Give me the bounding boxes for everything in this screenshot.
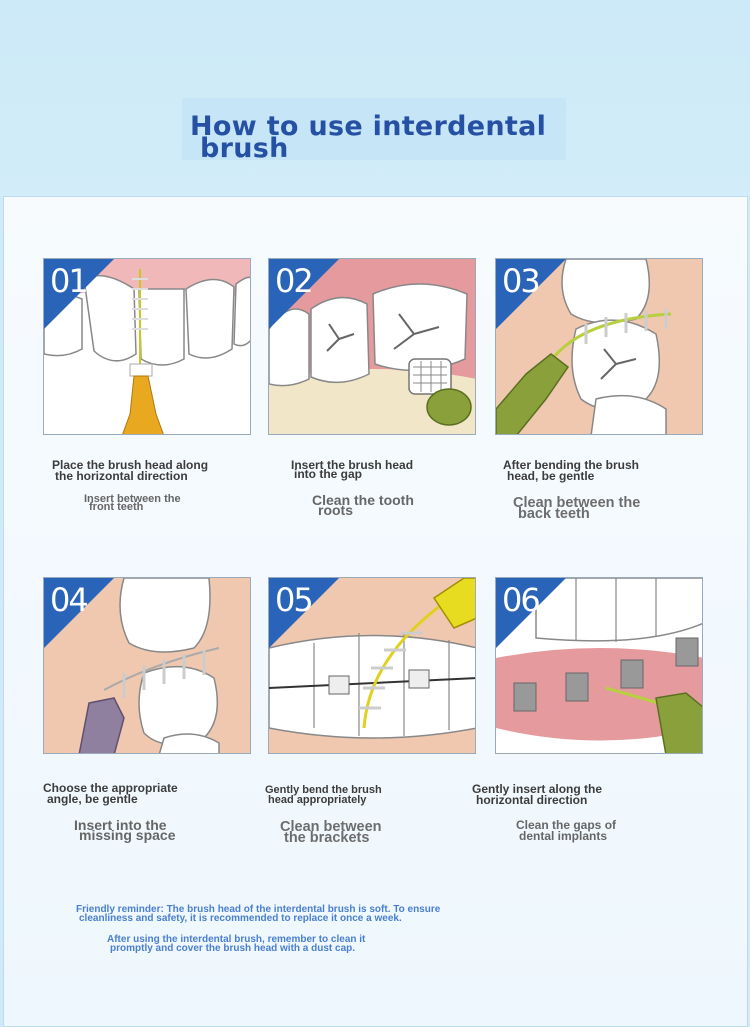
step-card-05: 05 [268,577,476,754]
step-05-sub-line-2: the brackets [284,830,370,846]
step-05-caption-line-1: Gently bend the brush [265,784,382,796]
reminder-line-1: Friendly reminder: The brush head of the… [76,904,441,915]
step-number: 04 [50,581,89,619]
tooth-roots-illustration [269,259,475,434]
step-03-sub-line-1: Clean between the [513,495,641,511]
step-03-caption-line-1: After bending the brush [503,458,639,472]
missing-space-illustration [44,578,250,753]
step-number: 01 [50,262,89,300]
implants-illustration [496,578,702,753]
title-highlight [182,98,566,160]
step-number: 02 [275,262,314,300]
step-03-sub-line-2: back teeth [518,506,590,522]
step-01-sub-line-1: Insert between the [84,493,181,505]
step-card-02: 02 [268,258,476,435]
reminder-line-4: promptly and cover the brush head with a… [110,943,356,954]
back-teeth-illustration [496,259,702,434]
step-number: 06 [502,581,541,619]
step-04-caption-line-1: Choose the appropriate [43,781,178,795]
step-card-06: 06 [495,577,703,754]
step-04-sub-line-1: Insert into the [74,817,167,833]
step-04-sub-line-2: missing space [79,827,176,843]
step-02-sub-line-1: Clean the tooth [312,492,414,508]
step-06-caption-line-1: Gently insert along the [472,782,603,796]
step-02-sub-line-2: roots [318,502,353,518]
step-number: 05 [275,581,314,619]
reminder-line-3: After using the interdental brush, remem… [107,934,366,945]
step-01-sub-line-2: front teeth [89,501,144,513]
step-06-caption-line-2: horizontal direction [476,793,588,807]
step-06-sub-line-1: Clean the gaps of [516,818,617,832]
step-number: 03 [502,262,541,300]
step-01-caption-line-2: the horizontal direction [55,469,188,483]
reminder-line-2: cleanliness and safety, it is recommende… [79,913,402,924]
front-teeth-illustration [44,259,250,434]
page-title-line-2: brush [200,133,289,164]
step-01-caption-line-1: Place the brush head along [52,458,209,472]
step-04-caption-line-2: angle, be gentle [47,792,138,806]
step-03-caption-line-2: head, be gentle [507,469,595,483]
step-card-01: 01 [43,258,251,435]
step-card-04: 04 [43,577,251,754]
step-02-caption-line-1: Insert the brush head [291,458,414,472]
brackets-illustration [269,578,475,753]
step-06-sub-line-2: dental implants [519,829,608,843]
step-05-sub-line-1: Clean between [280,819,382,835]
step-05-caption-line-2: head appropriately [268,794,367,806]
page-title-line-1: How to use interdental [190,111,547,142]
step-02-caption-line-2: into the gap [294,467,362,481]
step-card-03: 03 [495,258,703,435]
